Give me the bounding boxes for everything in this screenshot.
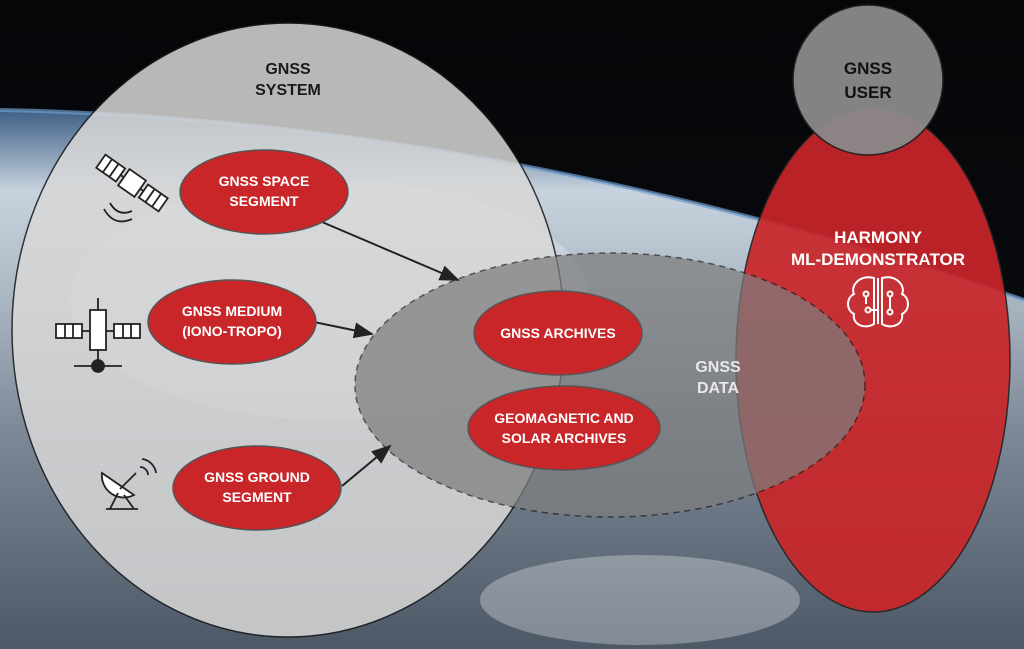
cloud-layer-bottom bbox=[480, 555, 800, 645]
geomagnetic-archives-node: GEOMAGNETIC AND SOLAR ARCHIVES bbox=[467, 385, 661, 471]
user-title-line2: USER bbox=[844, 83, 891, 102]
user-title-line1: GNSS bbox=[844, 59, 892, 78]
harmony-title-line2: ML-DEMONSTRATOR bbox=[791, 250, 965, 269]
geomagnetic-line2: SOLAR ARCHIVES bbox=[502, 430, 627, 446]
geomagnetic-line1: GEOMAGNETIC AND bbox=[494, 410, 633, 426]
harmony-title-line1: HARMONY bbox=[834, 228, 922, 247]
gnss-data-ellipse bbox=[354, 252, 866, 518]
space-segment-line1: GNSS SPACE bbox=[219, 173, 310, 189]
ground-segment-line2: SEGMENT bbox=[222, 489, 292, 505]
brain-circuit-icon bbox=[847, 276, 909, 328]
medium-line1: GNSS MEDIUM bbox=[182, 303, 282, 319]
gnss-archives-node: GNSS ARCHIVES bbox=[473, 290, 643, 376]
data-label-line1: GNSS bbox=[695, 359, 741, 376]
arrow-space-to-data bbox=[321, 221, 460, 281]
satellite-dish-icon bbox=[95, 153, 169, 223]
data-label-line2: DATA bbox=[697, 380, 740, 397]
system-title-line1: GNSS bbox=[265, 61, 311, 78]
medium-line2: (IONO-TROPO) bbox=[182, 323, 282, 339]
gnss-user-circle bbox=[792, 4, 944, 156]
medium-node: GNSS MEDIUM (IONO-TROPO) bbox=[147, 279, 317, 365]
ground-segment-node: GNSS GROUND SEGMENT bbox=[172, 445, 342, 531]
system-title-line2: SYSTEM bbox=[255, 82, 321, 99]
gnss-archives-label: GNSS ARCHIVES bbox=[500, 325, 615, 341]
ground-segment-line1: GNSS GROUND bbox=[204, 469, 310, 485]
satellite-icon bbox=[55, 298, 141, 373]
arrow-medium-to-data bbox=[313, 321, 374, 339]
space-segment-node: GNSS SPACE SEGMENT bbox=[179, 149, 349, 235]
space-segment-line2: SEGMENT bbox=[229, 193, 299, 209]
ground-antenna-icon bbox=[100, 458, 157, 510]
arrow-ground-to-data bbox=[341, 444, 392, 487]
